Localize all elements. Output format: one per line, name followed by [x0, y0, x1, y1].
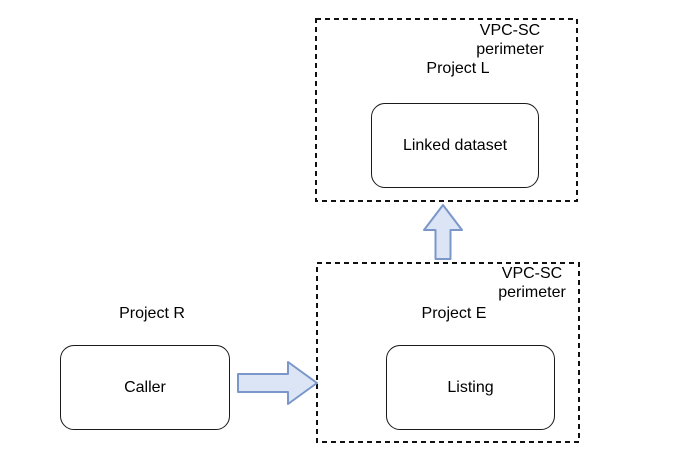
listing-node-label: Listing	[447, 379, 494, 396]
perimeter-label-top-line2: perimeter	[476, 41, 544, 58]
listing-node: Listing	[386, 345, 555, 430]
perimeter-label-bottom: VPC-SC perimeter	[498, 264, 566, 302]
perimeter-label-bottom-line2: perimeter	[498, 284, 566, 301]
caller-node-label: Caller	[124, 379, 166, 396]
project-r-label: Project R	[119, 305, 185, 322]
perimeter-label-top-line1: VPC-SC	[479, 22, 541, 39]
arrow-listing-to-linked-dataset-icon	[423, 204, 463, 260]
linked-dataset-node-label: Linked dataset	[402, 137, 508, 154]
caller-node: Caller	[60, 345, 230, 430]
project-l-label: Project L	[426, 60, 490, 77]
arrow-caller-to-listing-icon	[237, 361, 318, 405]
linked-dataset-node: Linked dataset	[371, 103, 539, 188]
perimeter-label-top: VPC-SC perimeter	[476, 21, 544, 59]
perimeter-label-bottom-line1: VPC-SC	[501, 265, 563, 282]
project-e-label: Project E	[421, 305, 487, 322]
